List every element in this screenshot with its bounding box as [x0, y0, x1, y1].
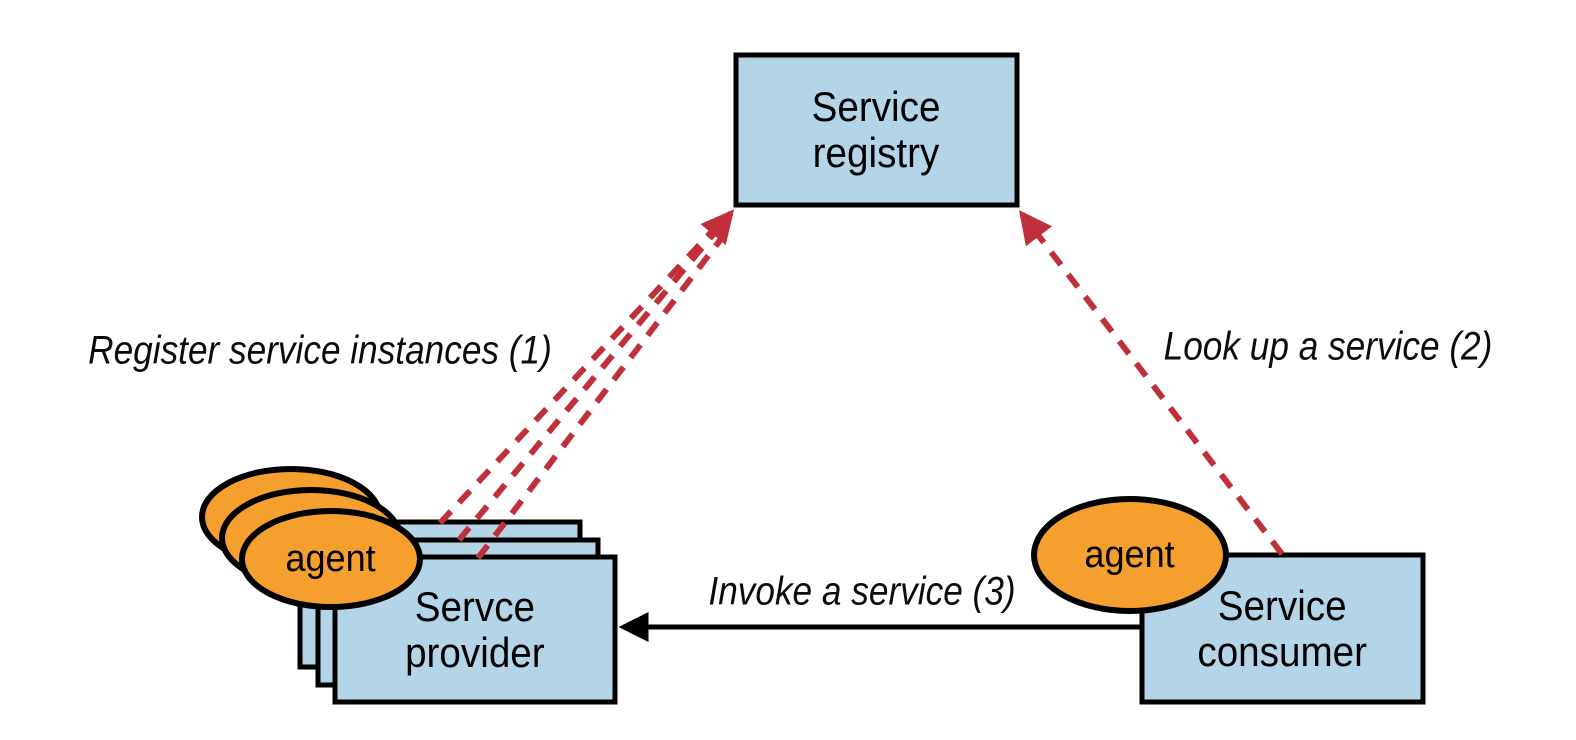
lookup-arrow-line — [1018, 210, 1285, 556]
register-arrow-line-back — [437, 224, 719, 526]
consumer-agent-ellipse — [1031, 496, 1229, 614]
register-arrow-group — [437, 209, 735, 560]
provider-agent-ellipse-front — [239, 508, 423, 610]
provider-agent-stack — [199, 466, 423, 610]
register-arrow-line-front — [475, 237, 724, 560]
service-registry-box — [733, 52, 1020, 208]
register-arrow-line-middle — [456, 209, 735, 542]
